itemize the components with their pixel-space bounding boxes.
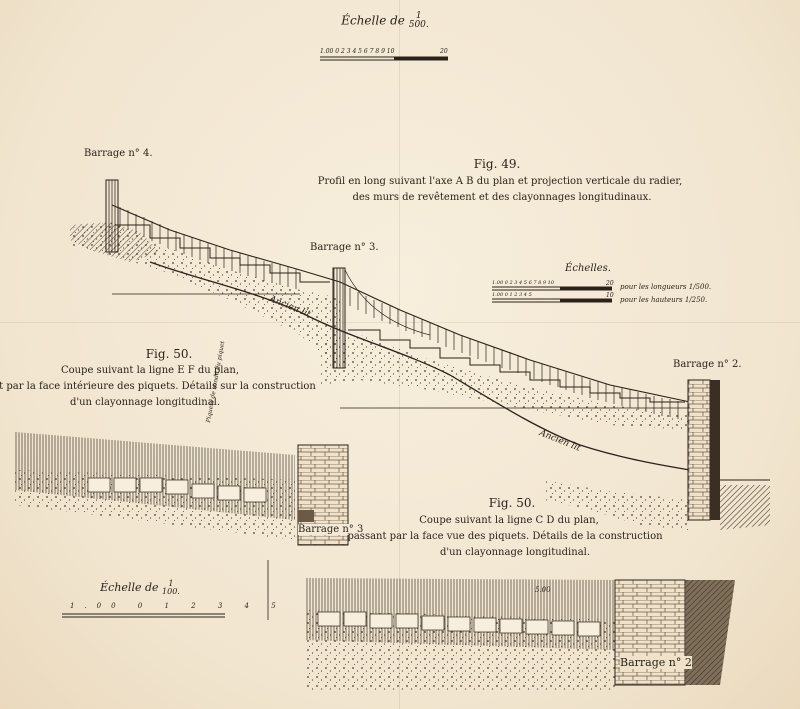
fold-line-horizontal bbox=[0, 322, 800, 323]
top-scale-left-label: 1.00 0 2 3 4 5 6 7 8 9 10 bbox=[320, 48, 395, 55]
bottom-scale-bar bbox=[62, 613, 225, 618]
scales-title: Échelles. bbox=[565, 263, 611, 274]
scale-hauteurs-right: 10 bbox=[606, 292, 614, 299]
barrage-2-label: Barrage n° 2. bbox=[673, 359, 742, 370]
barrage-2-section-label: Barrage n° 2 bbox=[620, 656, 692, 669]
fig50-right-section bbox=[305, 578, 735, 690]
scale-longueurs-right: 20 bbox=[606, 280, 614, 287]
scale-hauteurs-label: pour les hauteurs 1/250. bbox=[620, 296, 708, 304]
bottom-scale-labels: 1.00 0 1 2 3 4 5 bbox=[70, 602, 286, 610]
scale-longueurs-left: 1.00 0 2 3 4 5 6 7 8 9 10 bbox=[492, 280, 555, 286]
barrage-3-section-label: Barrage n° 3 bbox=[298, 524, 364, 535]
fig49-title: Fig. 49. bbox=[473, 157, 521, 171]
fig50-left-caption-line2: passant par la face intérieure des pique… bbox=[0, 381, 316, 392]
scale-hauteurs-left: 1.00 0 1 2 3 4 5 bbox=[492, 292, 532, 298]
fig50-right-title: Fig. 50. bbox=[488, 496, 536, 510]
barrage-4-label: Barrage n° 4. bbox=[84, 148, 153, 159]
fig50-right-caption-line2: passant par la face vue des piquets. Dét… bbox=[347, 531, 663, 542]
fig50-left-caption-line3: d'un clayonnage longitudinal. bbox=[69, 397, 221, 408]
fig50-right-dimension: 5.00 bbox=[535, 586, 551, 594]
fig50-right-caption-line3: d'un clayonnage longitudinal. bbox=[439, 547, 591, 558]
fig49-profile bbox=[70, 179, 770, 530]
fig50-left-caption-line1: Coupe suivant la ligne E F du plan, bbox=[60, 365, 240, 376]
fig49-caption-line1: Profil en long suivant l'axe A B du plan… bbox=[317, 176, 683, 187]
top-scale-right-label: 20 bbox=[440, 48, 448, 55]
top-scale-bar bbox=[320, 56, 448, 61]
fig50-right-caption-line1: Coupe suivant la ligne C D du plan, bbox=[419, 515, 599, 526]
scale-longueurs-label: pour les longueurs 1/500. bbox=[620, 283, 712, 291]
fig50-left-title: Fig. 50. bbox=[145, 347, 193, 361]
barrage-3-label: Barrage n° 3. bbox=[310, 242, 379, 253]
fig49-caption-line2: des murs de revêtement et des clayonnage… bbox=[352, 192, 652, 203]
